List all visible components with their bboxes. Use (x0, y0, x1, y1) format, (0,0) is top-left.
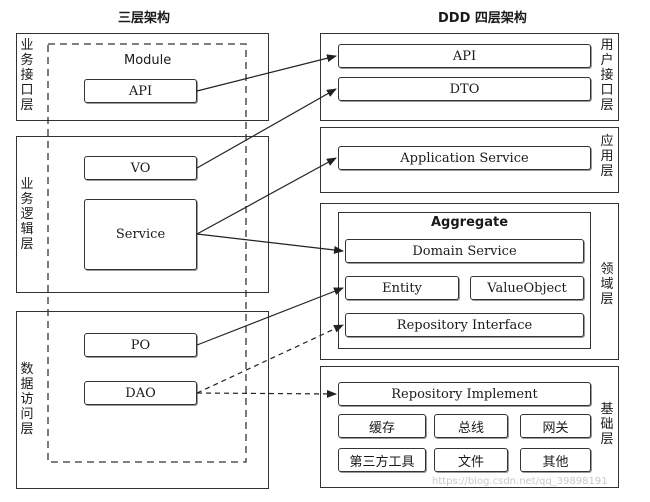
arrow-service-to-domain-service (196, 233, 344, 254)
domain-service-box: Domain Service (345, 239, 584, 263)
value-object-box: ValueObject (470, 276, 584, 300)
repository-implement-box: Repository Implement (338, 382, 591, 406)
bus-box: 总线 (434, 414, 508, 438)
file-box: 文件 (434, 448, 508, 472)
vo-box: VO (84, 156, 197, 180)
domain-layer (320, 203, 619, 360)
module-label: Module (124, 53, 172, 68)
arrow-dao-to-repository-interface (196, 324, 344, 394)
arrow-po-to-entity (196, 287, 344, 346)
data-access-layer (16, 311, 269, 489)
business-logic-layer-label: 业务逻辑层 (20, 177, 34, 252)
module-dashed-frame (47, 43, 247, 463)
ddd-four-layer-title: DDD 四层架构 (438, 11, 527, 26)
business-interface-layer-label: 业务接口层 (20, 38, 34, 113)
gateway-box: 网关 (520, 414, 591, 438)
cache-box: 缓存 (338, 414, 426, 438)
domain-layer-label: 领域层 (600, 262, 614, 307)
repository-interface-box: Repository Interface (345, 313, 584, 337)
infrastructure-layer (320, 366, 619, 488)
three-layer-title: 三层架构 (118, 11, 171, 26)
aggregate-frame (338, 212, 591, 349)
business-interface-layer (16, 33, 269, 121)
service-box: Service (84, 199, 197, 270)
dto-box: DTO (338, 77, 591, 101)
data-access-layer-label: 数据访问层 (20, 362, 34, 437)
application-layer (320, 127, 619, 193)
aggregate-label: Aggregate (431, 215, 509, 230)
left-api-box: API (84, 79, 197, 103)
business-logic-layer (16, 136, 269, 293)
arrow-dao-to-repository-implement (196, 389, 337, 398)
right-api-box: API (338, 44, 591, 68)
other-box: 其他 (520, 448, 591, 472)
arrow-vo-to-dto (196, 88, 337, 169)
application-service-box: Application Service (338, 146, 591, 170)
infrastructure-layer-label: 基础层 (600, 402, 614, 447)
entity-box: Entity (345, 276, 459, 300)
user-interface-layer (320, 33, 619, 121)
watermark-text: https://blog.csdn.net/qq_39898191 (432, 476, 608, 487)
third-party-tools-box: 第三方工具 (338, 448, 426, 472)
po-box: PO (84, 333, 197, 357)
application-layer-label: 应用层 (600, 134, 614, 179)
dao-box: DAO (84, 381, 197, 405)
user-interface-layer-label: 用户接口层 (600, 38, 614, 113)
arrow-service-to-application-service (196, 157, 337, 235)
arrow-api-to-api (196, 54, 337, 92)
